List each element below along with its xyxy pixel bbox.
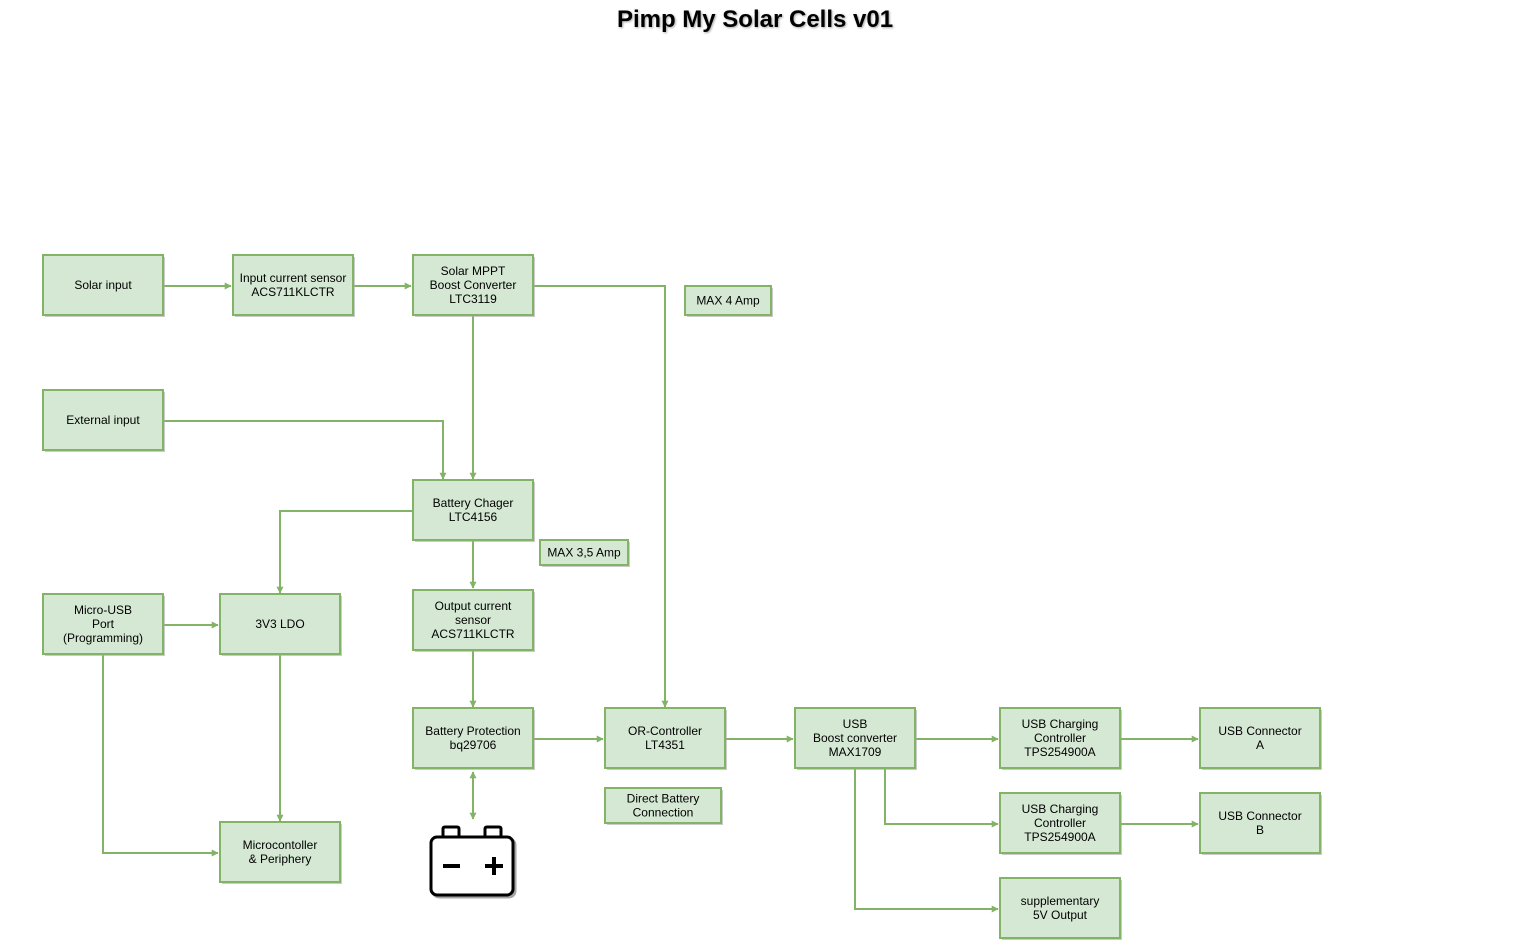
- page-title: Pimp My Solar Cells v01: [616, 6, 894, 33]
- box-label-line: Controller: [1034, 731, 1086, 745]
- box-label-line: Battery Protection: [425, 724, 520, 738]
- box-label-line: ACS711KLCTR: [251, 285, 334, 299]
- box-frame: [42, 254, 164, 316]
- box-label-line: OR-Controller: [628, 724, 702, 738]
- box-label-line: sensor: [455, 613, 491, 627]
- box-label-line: LTC3119: [449, 292, 497, 306]
- box-label-line: USB Charging: [1022, 717, 1099, 731]
- box-label-line: LTC4156: [449, 510, 498, 524]
- box-label-line: Direct Battery: [627, 792, 700, 806]
- edge-microusb-to-microcontroller: [102, 655, 219, 857]
- box-frame: [1199, 707, 1321, 769]
- box-label-line: Microcontoller: [243, 838, 318, 852]
- ldo-3v3-box: 3V3 LDO: [219, 593, 342, 656]
- box-frame: [684, 285, 772, 316]
- box-label-line: Port: [92, 617, 115, 631]
- box-label-line: bq29706: [450, 738, 497, 752]
- box-frame: [219, 821, 341, 883]
- box-label-line: Solar input: [74, 278, 132, 292]
- max-4-amp-label: MAX 4 Amp: [684, 285, 773, 317]
- box-frame: [999, 792, 1121, 854]
- box-label-line: ACS711KLCTR: [431, 627, 514, 641]
- box-label-line: Connection: [633, 806, 694, 820]
- box-frame: [412, 479, 534, 541]
- box-label-line: TPS254900A: [1024, 830, 1095, 844]
- box-label-line: TPS254900A: [1024, 745, 1095, 759]
- edge-charger-to-ldo: [276, 510, 413, 594]
- battery-icon: [429, 825, 517, 899]
- box-label-line: USB Charging: [1022, 802, 1099, 816]
- box-label-line: USB Connector: [1218, 724, 1301, 738]
- box-frame: [42, 389, 164, 451]
- box-label-line: 3V3 LDO: [255, 617, 304, 631]
- box-label-line: USB: [843, 717, 868, 731]
- box-frame: [794, 707, 916, 769]
- box-label-line: MAX 4 Amp: [696, 294, 760, 308]
- box-label-line: USB Connector: [1218, 809, 1301, 823]
- box-frame: [604, 787, 722, 824]
- box-frame: [232, 254, 354, 316]
- box-label-line: Boost Converter: [430, 278, 517, 292]
- edge-mppt-to-or-controller: [534, 285, 669, 708]
- box-label-line: & Periphery: [249, 852, 312, 866]
- box-frame: [999, 877, 1121, 939]
- box-label-line: MAX1709: [829, 745, 882, 759]
- box-label-line: Output current: [435, 599, 512, 613]
- box-label-line: MAX 3,5 Amp: [547, 546, 621, 560]
- solar-input-box: Solar input: [42, 254, 165, 317]
- box-label-line: 5V Output: [1033, 908, 1088, 922]
- box-frame: [1199, 792, 1321, 854]
- box-label-line: Boost converter: [813, 731, 897, 745]
- edge-usb-boost-to-charge-b: [884, 769, 999, 828]
- box-frame: [539, 539, 629, 566]
- box-frame: [412, 589, 534, 651]
- box-frame: [604, 707, 726, 769]
- max-3-5-amp-label: MAX 3,5 Amp: [539, 539, 630, 567]
- box-label-line: Controller: [1034, 816, 1086, 830]
- box-label-line: B: [1256, 823, 1264, 837]
- box-frame: [42, 593, 164, 655]
- box-frame: [219, 593, 341, 655]
- external-input-box: External input: [42, 389, 165, 452]
- box-label-line: LT4351: [645, 738, 685, 752]
- box-label-line: A: [1256, 738, 1264, 752]
- box-label-line: Solar MPPT: [441, 264, 506, 278]
- microcontroller-periphery-box: Microcontoller& Periphery: [219, 821, 342, 884]
- box-label-line: External input: [66, 413, 140, 427]
- box-frame: [412, 254, 534, 316]
- edge-usb-boost-to-supplementary: [854, 769, 999, 913]
- box-label-line: (Programming): [63, 631, 143, 645]
- box-label-line: supplementary: [1021, 894, 1100, 908]
- box-label-line: Micro-USB: [74, 603, 132, 617]
- box-label-line: Battery Chager: [433, 496, 514, 510]
- box-label-line: Input current sensor: [240, 271, 347, 285]
- edge-external-to-charger: [164, 420, 447, 480]
- box-frame: [999, 707, 1121, 769]
- box-frame: [412, 707, 534, 769]
